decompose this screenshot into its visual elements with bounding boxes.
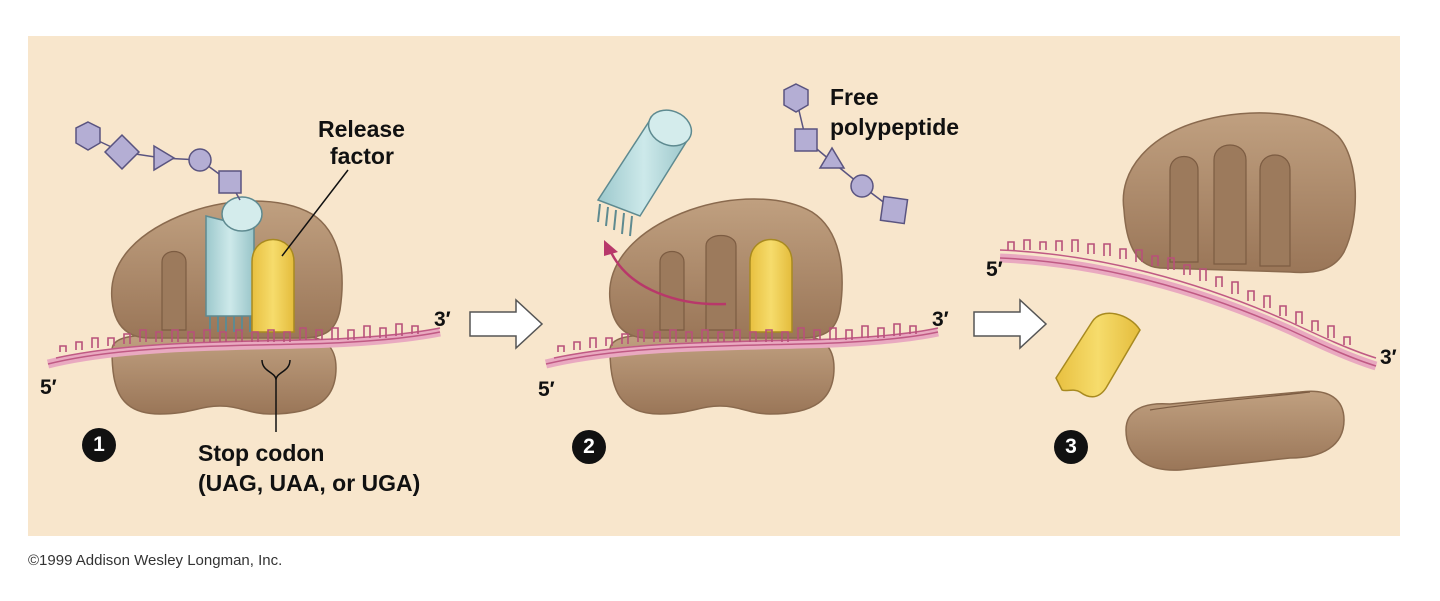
step-2-mrna: [544, 323, 939, 369]
step-2-three-prime-label: 3′: [932, 308, 949, 331]
step-1-polypeptide: [75, 121, 242, 201]
stop-codon-label-line2: (UAG, UAA, or UGA): [198, 470, 421, 496]
step-2-five-prime-label: 5′: [538, 378, 555, 401]
trna-exit-arrow: [608, 249, 727, 306]
step-3-five-prime-label: 5′: [986, 258, 1003, 281]
free-polypeptide-label-line2: polypeptide: [830, 114, 960, 140]
step-arrow-1: [469, 298, 544, 350]
step-2-release-factor: [749, 238, 793, 333]
free-polypeptide-label-line1: Free: [830, 84, 879, 110]
step-1-three-prime-label: 3′: [434, 308, 451, 331]
step-3-large-subunit: [1122, 112, 1356, 274]
release-factor-label-line1: Release: [318, 116, 405, 142]
step-3-number-badge: 3: [1054, 430, 1088, 464]
step-2-polypeptide: [783, 83, 909, 225]
step-3-mrna: [999, 239, 1378, 371]
step-arrow-2: [973, 298, 1048, 350]
step-1-release-factor: [251, 238, 295, 333]
step-1-trna: [205, 196, 263, 332]
release-factor-label-line2: factor: [330, 143, 394, 169]
step-1-number-badge: 1: [82, 428, 116, 462]
step-3-release-factor: [1055, 312, 1141, 398]
step-1-five-prime-label: 5′: [40, 376, 57, 399]
release-factor-leader: [281, 169, 349, 257]
step-1-mrna: [46, 323, 441, 369]
copyright-notice: ©1999 Addison Wesley Longman, Inc.: [28, 552, 283, 569]
step-2-trna: [596, 109, 693, 237]
trna-exit-arrowhead: [604, 240, 618, 256]
stop-codon-label-line1: Stop codon: [198, 440, 325, 466]
step-3-three-prime-label: 3′: [1380, 346, 1397, 369]
step-3-small-subunit: [1125, 390, 1345, 471]
step-2-number-badge: 2: [572, 430, 606, 464]
